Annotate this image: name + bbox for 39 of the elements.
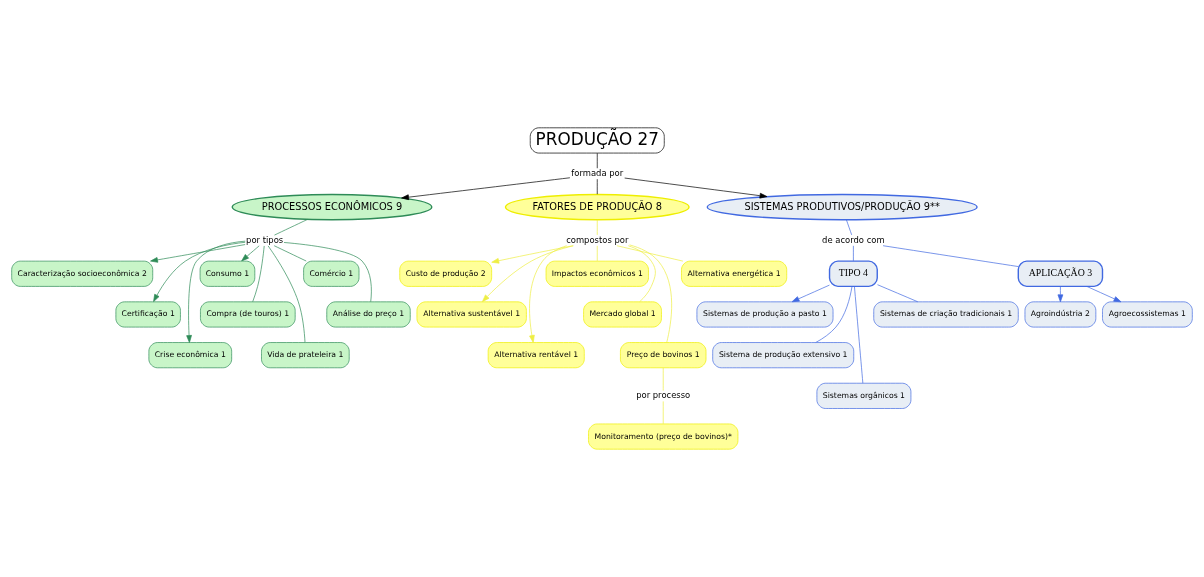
node-box: PRODUÇÃO 27 [529,127,665,154]
connector [267,245,306,343]
connector [853,245,854,262]
connector [815,286,853,343]
connector [596,219,598,236]
connector [662,401,664,425]
connector [877,284,919,303]
arrow [150,244,246,263]
connector [274,219,308,236]
arrow [791,284,830,303]
node-text: de acordo com [822,234,885,245]
arrow [482,245,574,302]
connector [846,219,853,236]
connector [273,245,307,262]
arrow [153,241,246,302]
arrow [241,245,260,262]
connector [882,245,1019,267]
node-ellipse: FATORES DE PRODUÇÃO 8 [504,193,690,221]
arrow [186,240,246,343]
connector [628,245,656,302]
node-text: por tipos [246,234,284,245]
connector [616,245,684,262]
connector [662,367,664,391]
connector [854,286,864,384]
connector [283,242,372,303]
arrow [624,177,768,199]
connector [629,244,672,343]
arrow [1086,286,1122,303]
arrow [529,245,568,343]
node-text: por processo [636,390,691,401]
node-box: APLICAÇÃO 3 [1017,260,1104,288]
connector [596,245,598,262]
arrow [401,177,571,200]
node-text: compostos por [566,234,629,245]
node-box: TIPO 4 [828,260,878,288]
node-text: formada por [571,167,624,178]
arrow [1057,286,1064,303]
connector [252,245,265,302]
arrow [491,245,574,264]
